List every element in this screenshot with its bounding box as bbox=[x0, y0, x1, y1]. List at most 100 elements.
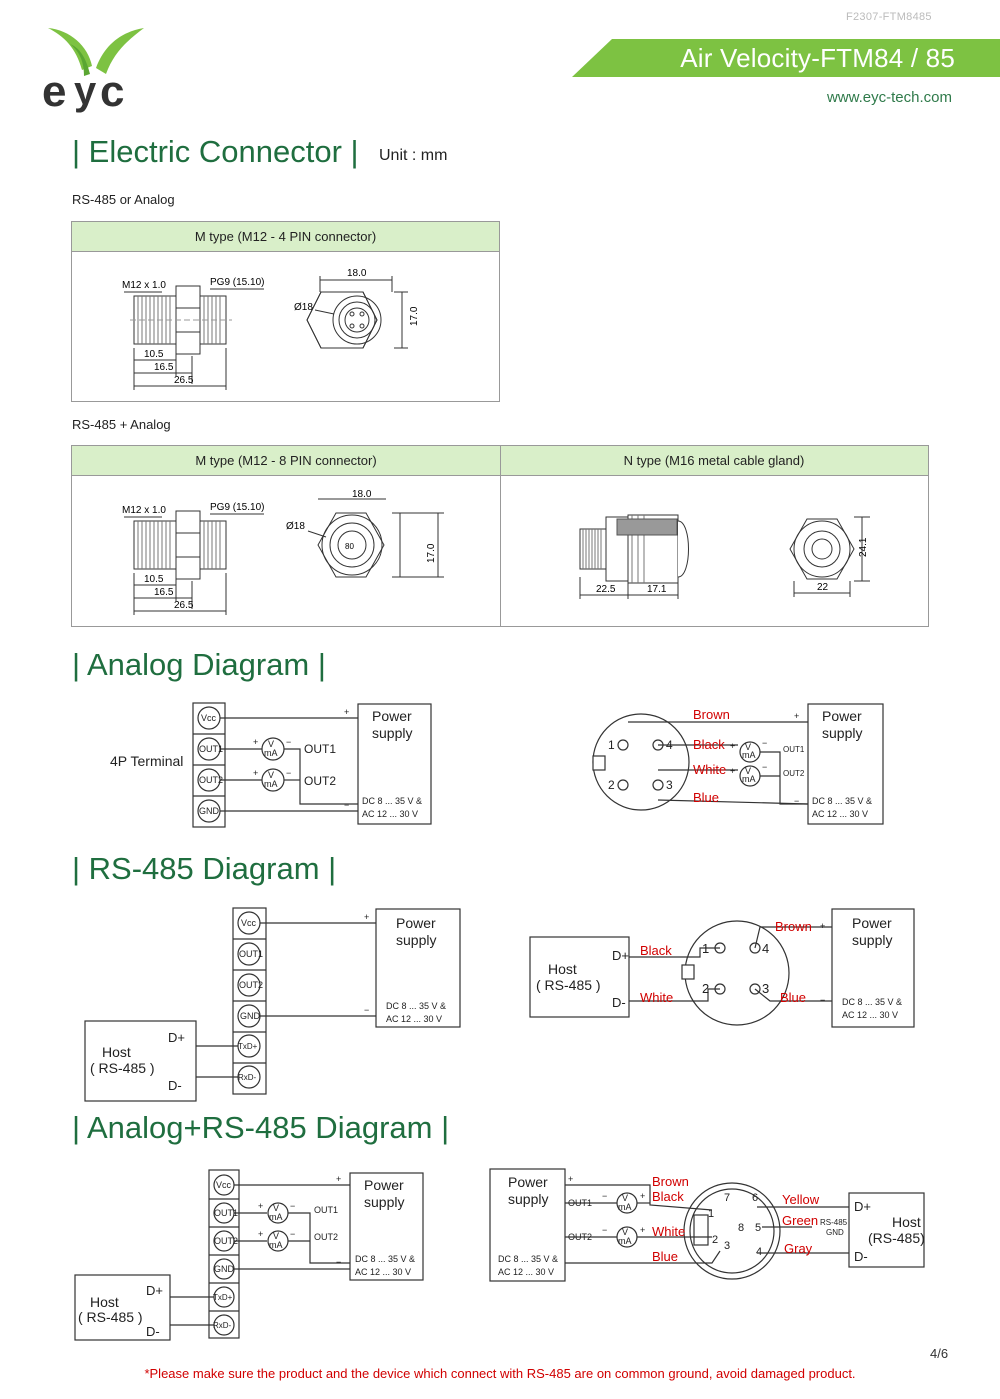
analog-out2-label: OUT2 bbox=[304, 774, 336, 788]
svg-text:Power: Power bbox=[852, 915, 892, 931]
terminal-out2: OUT2 bbox=[199, 775, 223, 785]
analog-diagram-title: | Analog Diagram | bbox=[72, 647, 326, 682]
svg-text:−: − bbox=[602, 1225, 607, 1235]
analog-out1-label: OUT1 bbox=[304, 742, 336, 756]
combo-wire-yellow: Yellow bbox=[782, 1192, 820, 1207]
eyc-logo: e y c bbox=[42, 28, 144, 113]
svg-text:mA: mA bbox=[264, 779, 278, 789]
terminal-vcc: Vcc bbox=[201, 713, 217, 723]
svg-text:c: c bbox=[100, 67, 124, 113]
svg-text:18.0: 18.0 bbox=[352, 489, 372, 500]
dim-10-5: 10.5 bbox=[144, 349, 164, 360]
svg-text:1: 1 bbox=[608, 738, 615, 752]
group1-caption: RS-485 or Analog bbox=[72, 192, 175, 207]
svg-text:1: 1 bbox=[702, 941, 709, 956]
svg-text:+: + bbox=[344, 707, 349, 717]
dim-pg-2: PG9 (15.10) bbox=[210, 502, 264, 513]
document-code: F2307-FTM8485 bbox=[846, 11, 932, 23]
dim-18-0: 18.0 bbox=[347, 268, 367, 279]
svg-text:+: + bbox=[794, 711, 799, 721]
svg-text:−: − bbox=[794, 796, 799, 806]
dim-dia18: Ø18 bbox=[294, 302, 313, 313]
svg-text:AC 12 ... 30 V: AC 12 ... 30 V bbox=[386, 1014, 442, 1024]
svg-text:Power: Power bbox=[364, 1177, 404, 1193]
svg-text:Power: Power bbox=[508, 1174, 548, 1190]
page-number: 4/6 bbox=[930, 1346, 949, 1361]
combo-diagram-title: | Analog+RS-485 Diagram | bbox=[72, 1110, 450, 1145]
svg-text:OUT1: OUT1 bbox=[783, 745, 805, 754]
m12-4pin-drawing: M12 x 1.0 PG9 (15.10) 10.5 16.5 26.5 18.… bbox=[122, 268, 420, 390]
svg-text:(RS-485): (RS-485) bbox=[868, 1230, 925, 1246]
m12-4pin-header: M type (M12 - 4 PIN connector) bbox=[72, 222, 499, 252]
svg-text:V: V bbox=[622, 1227, 628, 1237]
svg-text:4: 4 bbox=[666, 738, 673, 752]
dim-26-5: 26.5 bbox=[174, 375, 194, 386]
svg-text:Host: Host bbox=[90, 1294, 119, 1310]
svg-text:mA: mA bbox=[269, 1240, 283, 1250]
svg-text:−: − bbox=[344, 800, 349, 810]
website-url: www.eyc-tech.com bbox=[826, 89, 952, 106]
group2-caption: RS-485 + Analog bbox=[72, 417, 171, 432]
svg-text:mA: mA bbox=[742, 750, 756, 760]
svg-text:DC 8 ... 35 V &: DC 8 ... 35 V & bbox=[842, 997, 902, 1007]
svg-text:1: 1 bbox=[708, 1208, 714, 1220]
svg-text:8: 8 bbox=[738, 1222, 744, 1234]
host-label: Host bbox=[102, 1044, 131, 1060]
svg-text:AC 12 ... 30 V: AC 12 ... 30 V bbox=[498, 1267, 554, 1277]
svg-text:OUT2: OUT2 bbox=[783, 769, 805, 778]
m12-4pin-panel: M type (M12 - 4 PIN connector) bbox=[71, 221, 500, 402]
svg-text:+: + bbox=[820, 921, 825, 931]
svg-text:DC 8 ... 35 V &: DC 8 ... 35 V & bbox=[355, 1254, 415, 1264]
rs485-wire-blue: Blue bbox=[780, 990, 806, 1005]
svg-text:+: + bbox=[730, 766, 735, 776]
svg-text:26.5: 26.5 bbox=[174, 600, 194, 611]
svg-text:( RS-485 ): ( RS-485 ) bbox=[90, 1060, 155, 1076]
svg-text:OUT1: OUT1 bbox=[568, 1198, 592, 1208]
analog-diagram: Vcc OUT1 OUT2 GND VmA VmA +− +− +− DC 8 … bbox=[110, 702, 884, 828]
logo-wordmark: e bbox=[42, 67, 66, 113]
svg-text:supply: supply bbox=[822, 725, 862, 741]
rs485-wire-white: White bbox=[640, 990, 673, 1005]
svg-text:AC 12 ... 30 V: AC 12 ... 30 V bbox=[355, 1267, 411, 1277]
combo-wire-black: Black bbox=[652, 1189, 684, 1204]
svg-text:7: 7 bbox=[724, 1192, 730, 1204]
svg-text:mA: mA bbox=[618, 1236, 632, 1246]
analog-spec-1: DC 8 ... 35 V & bbox=[362, 796, 422, 806]
dim-22-5: 22.5 bbox=[596, 584, 616, 595]
svg-text:+: + bbox=[336, 1174, 341, 1184]
rs485-wire-brown: Brown bbox=[775, 919, 812, 934]
svg-text:2: 2 bbox=[712, 1234, 718, 1246]
svg-text:D-: D- bbox=[612, 995, 626, 1010]
svg-text:+: + bbox=[258, 1229, 263, 1239]
combo-host-label: Host bbox=[892, 1214, 921, 1230]
svg-text:TxD+: TxD+ bbox=[213, 1293, 233, 1302]
svg-text:RxD-: RxD- bbox=[213, 1321, 232, 1330]
svg-text:mA: mA bbox=[264, 748, 278, 758]
svg-text:OUT1: OUT1 bbox=[314, 1205, 338, 1215]
svg-text:−: − bbox=[290, 1229, 295, 1239]
svg-text:D-: D- bbox=[854, 1249, 868, 1264]
m12-8pin-header: M type (M12 - 8 PIN connector) bbox=[195, 453, 377, 468]
dim-thread: M12 x 1.0 bbox=[122, 280, 166, 291]
combo-wire-green: Green bbox=[782, 1213, 818, 1228]
svg-text:mA: mA bbox=[269, 1212, 283, 1222]
svg-text:( RS-485 ): ( RS-485 ) bbox=[78, 1309, 143, 1325]
svg-text:D-: D- bbox=[146, 1324, 160, 1339]
svg-text:3: 3 bbox=[762, 981, 769, 996]
svg-text:( RS-485 ): ( RS-485 ) bbox=[536, 977, 601, 993]
svg-text:OUT2: OUT2 bbox=[239, 980, 263, 990]
m16-gland-header: N type (M16 metal cable gland) bbox=[623, 453, 805, 468]
wire-black: Black bbox=[693, 737, 725, 752]
svg-text:−: − bbox=[286, 768, 291, 778]
svg-text:V: V bbox=[622, 1193, 628, 1203]
svg-text:supply: supply bbox=[396, 932, 436, 948]
analog-spec-2: AC 12 ... 30 V bbox=[362, 809, 418, 819]
svg-text:3: 3 bbox=[666, 778, 673, 792]
svg-text:D+: D+ bbox=[854, 1199, 871, 1214]
rs485-diagram-title: | RS-485 Diagram | bbox=[72, 851, 337, 886]
terminal-block-label: 4P Terminal bbox=[110, 753, 183, 769]
terminal-gnd: GND bbox=[199, 806, 220, 816]
svg-text:Vcc: Vcc bbox=[241, 918, 257, 928]
svg-text:+: + bbox=[253, 737, 258, 747]
svg-text:+: + bbox=[640, 1191, 645, 1201]
